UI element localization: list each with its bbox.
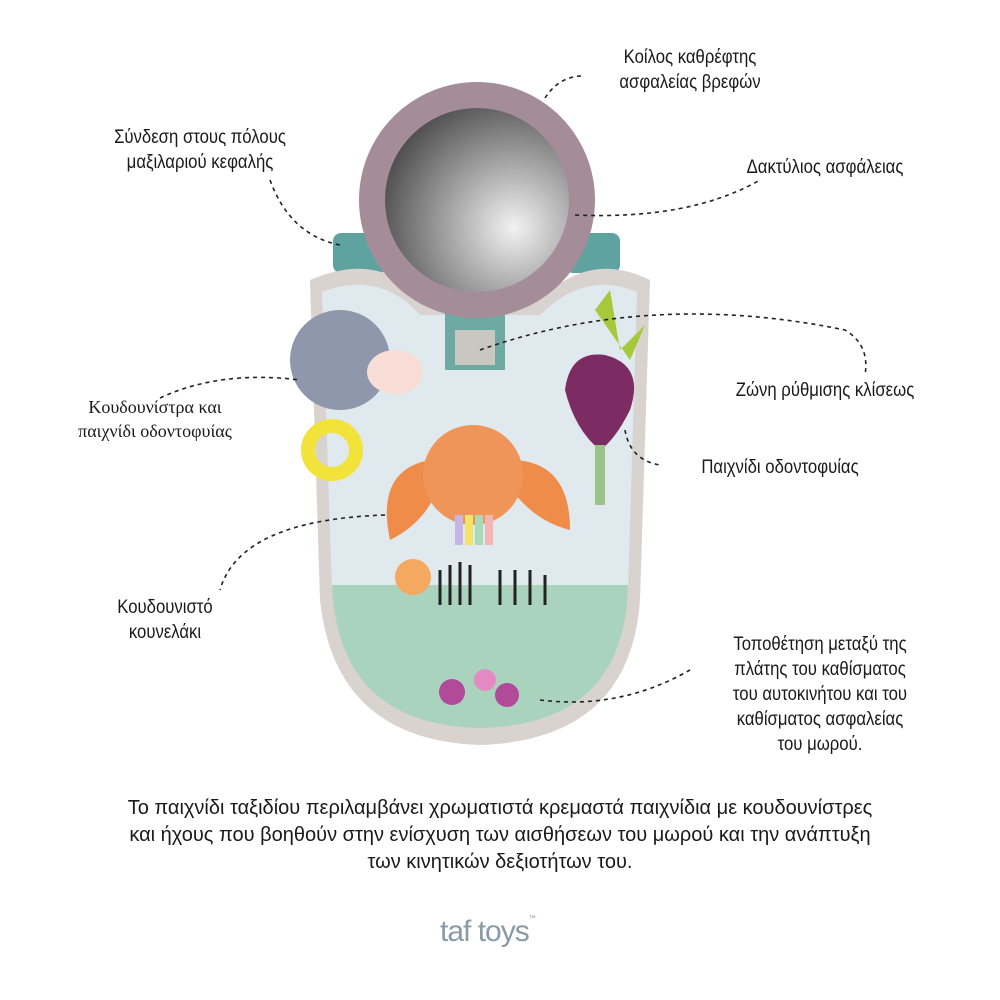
toy-lower-panel <box>332 585 628 728</box>
label-line: του αυτοκινήτου και του <box>732 684 908 705</box>
striped-fence <box>438 562 547 605</box>
label-mirror: Κοίλος καθρέφτης ασφαλείας βρεφών <box>576 45 805 95</box>
bunny-rattle <box>423 425 523 525</box>
trademark: ™ <box>528 915 536 922</box>
label-teether: Παιχνίδι οδοντοφυίας <box>701 457 859 478</box>
label-line: Κουδουνίστρα και <box>88 397 222 417</box>
label-bunny: Κουδουνιστό κουνελάκι <box>99 595 231 645</box>
label-line: κουνελάκι <box>128 622 202 643</box>
product-description: Το παιχνίδι ταξιδίου περιλαμβάνει χρωματ… <box>20 795 980 876</box>
label-line: Κουδουνιστό <box>117 597 213 618</box>
label-strap: Ζώνη ρύθμισης κλίσεως <box>735 380 915 401</box>
label-line: ασφαλείας βρεφών <box>619 72 761 93</box>
label-line: Κοίλος καθρέφτης <box>623 47 757 68</box>
logo-text: taf toys <box>440 915 530 948</box>
label-line: καθίσματος ασφαλείας <box>736 709 904 730</box>
beet-teether <box>565 354 635 450</box>
label-line: Σύνδεση στους πόλους <box>114 127 286 148</box>
label-line: του μωρού. <box>777 734 863 755</box>
label-ring: Δακτύλιος ασφάλειας <box>746 157 904 178</box>
baby-mirror <box>385 108 569 292</box>
label-line: Τοποθέτηση μεταξύ της <box>733 634 907 655</box>
label-line: παιχνίδι οδοντοφυίας <box>78 421 232 441</box>
brand-logo: taf toys™ <box>440 915 536 949</box>
label-rattle: Κουδουνίστρα και παιχνίδι οδοντοφυίας <box>45 395 265 443</box>
caption-line: και ήχους που βοηθούν στην ενίσχυση των … <box>129 824 871 846</box>
leader-lines <box>159 75 867 703</box>
label-placement: Τοποθέτηση μεταξύ της πλάτης του καθίσμα… <box>701 632 939 757</box>
teething-ring <box>301 419 363 481</box>
label-line: μαξιλαριού κεφαλής <box>126 152 274 173</box>
label-line: πλάτης του καθίσματος <box>734 659 906 680</box>
caption-line: Το παιχνίδι ταξιδίου περιλαμβάνει χρωματ… <box>127 797 873 819</box>
label-connection: Σύνδεση στους πόλους μαξιλαριού κεφαλής <box>86 125 315 175</box>
caption-line: των κινητικών δεξιοτήτων του. <box>367 851 633 873</box>
hedgehog-rattle <box>290 310 390 410</box>
